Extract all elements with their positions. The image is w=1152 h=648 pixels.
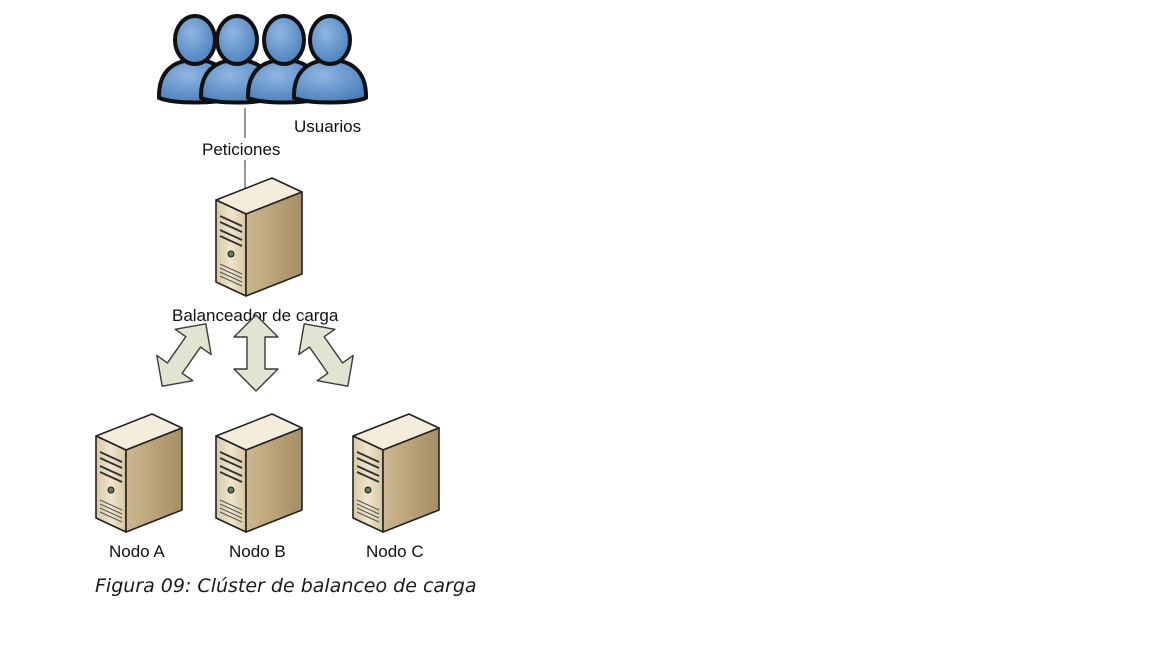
requests-label: Peticiones xyxy=(202,140,280,159)
users-group-icon xyxy=(157,14,368,105)
load-balancer-server-icon xyxy=(215,177,303,297)
node-a-server-icon xyxy=(95,413,183,533)
users-label: Usuarios xyxy=(294,117,361,136)
node-a-label: Nodo A xyxy=(109,542,165,561)
node-b-label: Nodo B xyxy=(229,542,286,561)
node-c-label: Nodo C xyxy=(366,542,424,561)
figure-caption: Figura 09: Clúster de balanceo de carga xyxy=(95,575,477,597)
node-b-server-icon xyxy=(215,413,303,533)
double-arrow-icon xyxy=(233,314,279,392)
node-c-server-icon xyxy=(352,413,440,533)
